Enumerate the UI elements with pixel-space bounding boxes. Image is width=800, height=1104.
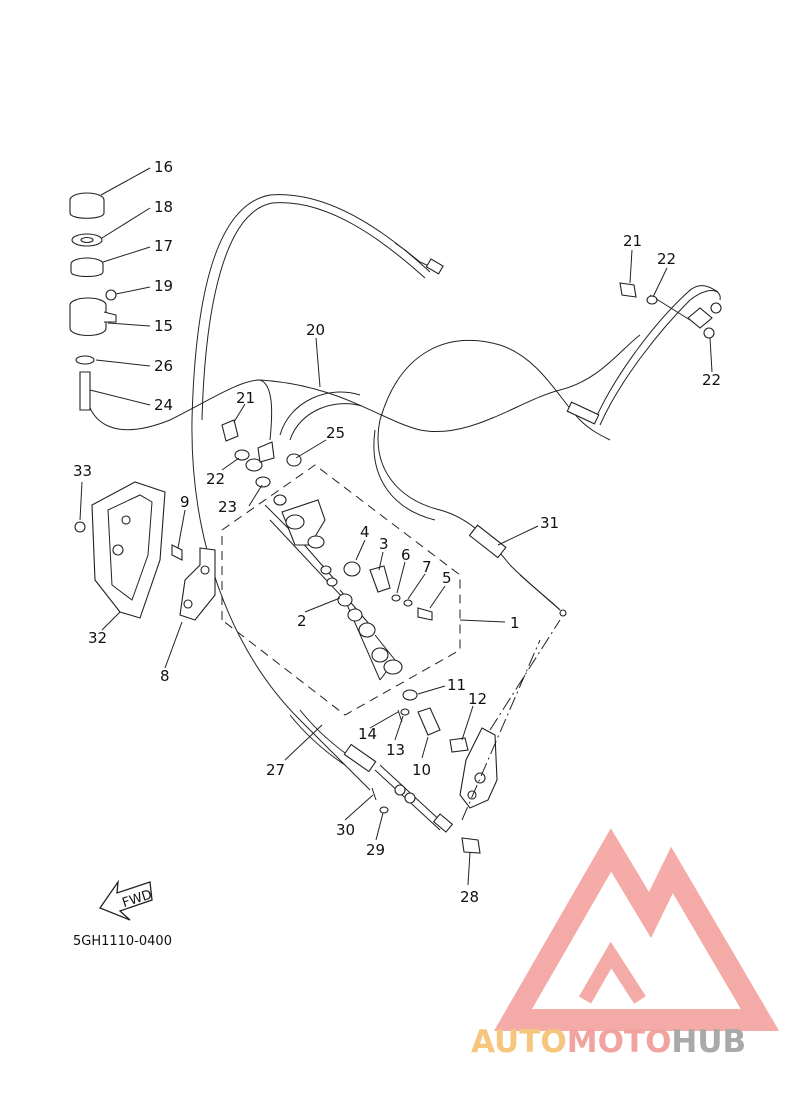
master-cylinder-group [221,464,506,716]
callout-10: 10 [412,761,431,779]
callout-22-right-top: 22 [657,250,676,268]
callout-17: 17 [154,237,173,255]
callout-22-left: 22 [206,470,225,488]
cable-31 [373,419,567,617]
callout-28: 28 [460,888,479,906]
lower-pushrod-parts [371,619,561,854]
pushrod-parts [397,689,498,809]
cable-20-hose [191,194,444,791]
brake-pipe-right [594,285,721,426]
callout-18: 18 [154,198,173,216]
callout-20: 20 [306,321,325,339]
callout-24: 24 [154,396,173,414]
cable-27 [289,709,454,833]
callout-15: 15 [154,317,173,335]
callout-labels: 16 18 17 19 15 26 24 21 22 22 20 21 22 2… [73,158,721,906]
callout-27: 27 [266,761,285,779]
callout-5: 5 [442,569,452,587]
diagram-code: 5GH1110-0400 [73,934,172,949]
watermark-logo [493,828,780,1031]
callout-30: 30 [336,821,355,839]
callout-19: 19 [154,277,173,295]
bracket-32 [74,481,166,619]
callout-14: 14 [358,725,377,743]
callout-3: 3 [379,535,389,553]
callout-26: 26 [154,357,173,375]
hose-long-middle [259,334,641,441]
watermark-text: AUTOMOTOHUB [471,1024,746,1060]
callout-21-right: 21 [623,232,642,250]
union-bolt-right [619,282,722,339]
callout-12: 12 [468,690,487,708]
callout-16: 16 [154,158,173,176]
callout-9: 9 [180,493,190,511]
callout-1: 1 [510,614,520,632]
callout-32: 32 [88,629,107,647]
callout-6: 6 [401,546,411,564]
callout-29: 29 [366,841,385,859]
callout-21-left: 21 [236,389,255,407]
callout-31: 31 [540,514,559,532]
union-bolt-left [221,419,302,488]
callout-33: 33 [73,462,92,480]
callout-4: 4 [360,523,370,541]
callout-23: 23 [218,498,237,516]
fwd-arrow-icon: FWD [99,879,154,921]
callout-22-right-bottom: 22 [702,371,721,389]
hose-24 [84,379,273,441]
callout-13: 13 [386,741,405,759]
callout-7: 7 [422,558,432,576]
callout-11: 11 [447,676,466,694]
hose-20 [279,391,363,441]
callout-leaders [79,167,713,886]
callout-25: 25 [326,424,345,442]
bracket-8 [171,544,216,621]
reservoir-parts [69,192,117,411]
watermark-auto: AUTOMOTOHUB [471,1024,746,1060]
callout-2: 2 [297,612,307,630]
callout-8: 8 [160,667,170,685]
